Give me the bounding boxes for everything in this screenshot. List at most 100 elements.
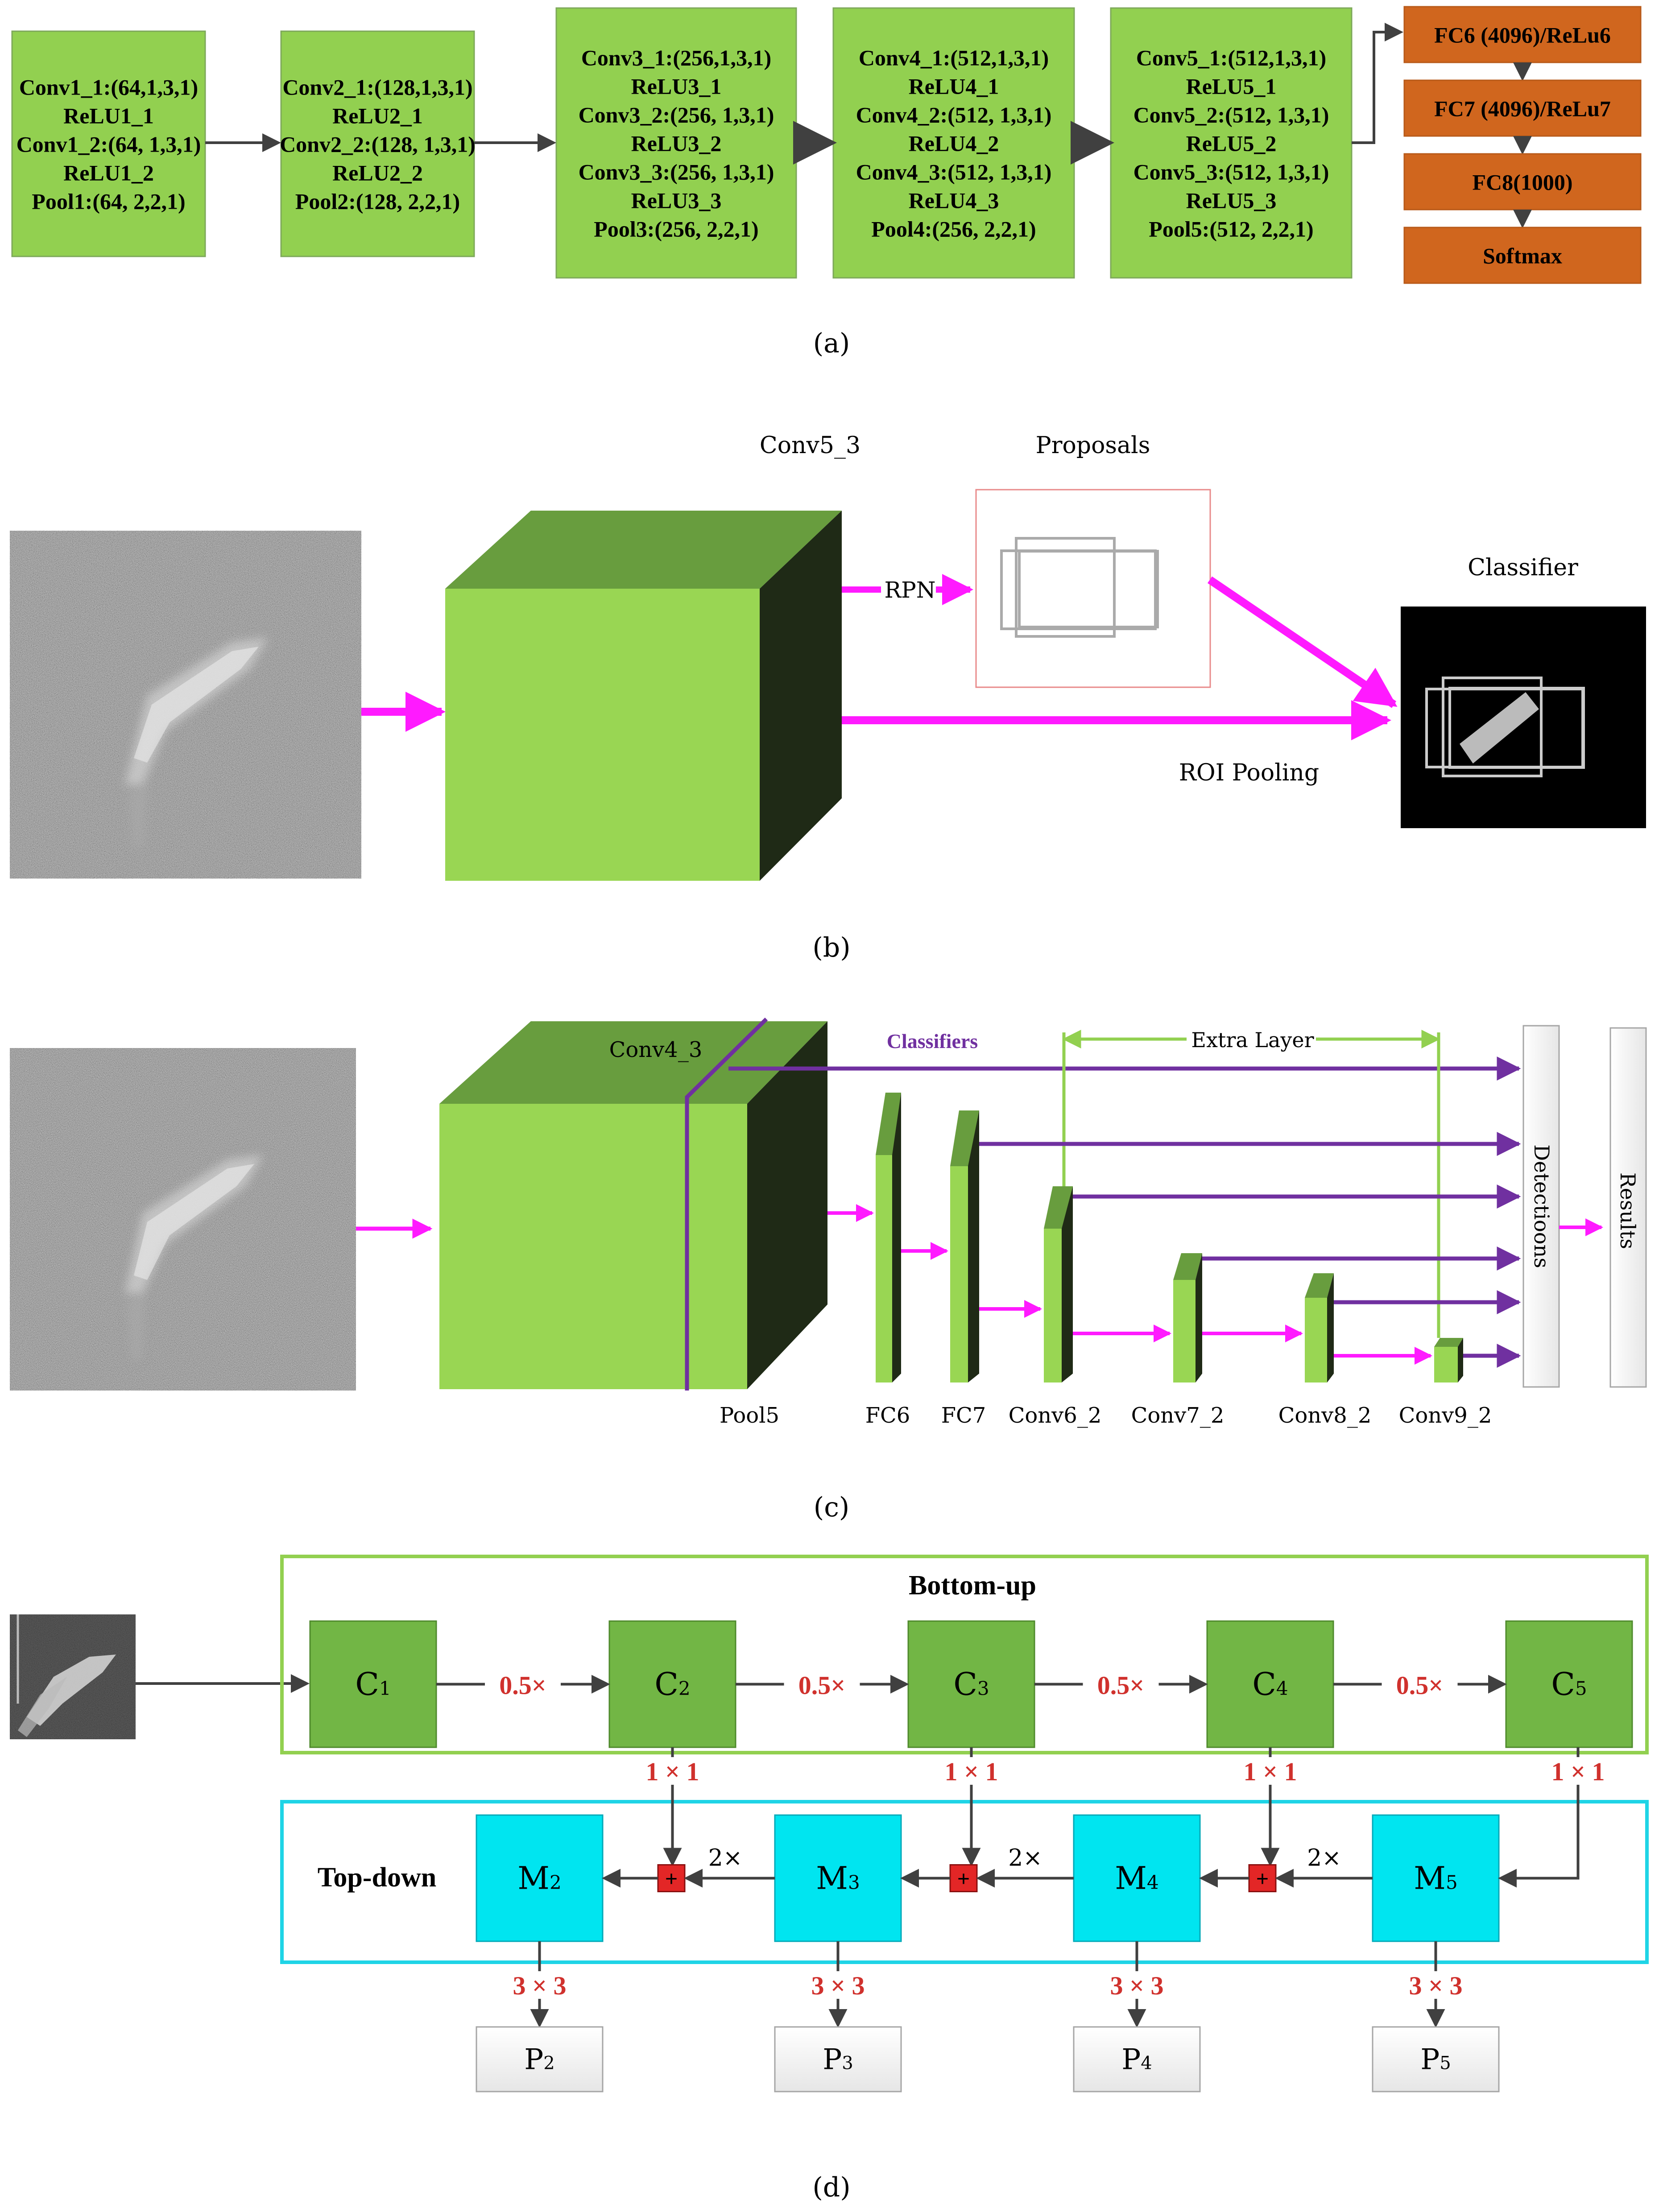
panel-c-ssd: Conv4_3 Classifiers Extra Layer [10,1017,1647,1428]
upsample-label: 2× [1008,1845,1042,1872]
m5-label: M5 [1414,1860,1457,1897]
conv-block-1-line: ReLU1_2 [63,161,154,186]
c3-block [907,1620,1035,1748]
smooth-label: 3 × 3 [513,1971,566,2000]
conv-block-1-line: ReLU1_1 [63,103,154,128]
p4-label: P4 [1121,2043,1152,2076]
c1-label: C1 [355,1666,391,1703]
fc7-slab [950,1110,979,1382]
panel-b-faster-rcnn: Conv5_3 RPN Proposals ROI Pooling Classi… [10,432,1646,881]
proposals-box [975,489,1211,688]
results-bar [1609,1027,1647,1388]
conv-block-5-line: Conv5_1:(512,1,3,1) [1136,45,1326,70]
pool5-split-line [685,1017,768,1391]
conv-block-1-line: Pool1:(64, 2,2,1) [32,189,185,214]
conv4-3-label: Conv4_3 [609,1037,703,1062]
conv-block-3-line: ReLU3_3 [631,188,722,213]
c2-block [608,1620,736,1748]
classifiers-label: Classifiers [887,1030,978,1052]
conv-block-3-line: ReLU3_1 [631,74,722,99]
c4-block [1206,1620,1334,1748]
p3-label: P3 [823,2043,853,2076]
caption-c: (c) [814,1492,849,1523]
fc-block-3 [1403,153,1642,210]
conv8-2-slab [1305,1273,1334,1382]
fc-block-1-label: FC6 (4096)/ReLu6 [1434,23,1611,48]
conv-block-1 [11,30,206,257]
sar-image-d [10,1614,136,1739]
conv-block-3-line: ReLU3_2 [631,131,722,156]
bottom-up-frame [280,1555,1649,1754]
smooth-label: 3 × 3 [1409,1971,1462,2000]
fc-block-2-label: FC7 (4096)/ReLu7 [1434,96,1611,121]
fc-block-4-label: Softmax [1483,243,1562,268]
conv-block-2-line: Conv2_2:(128, 1,3,1) [280,132,476,157]
downsample-label: 0.5× [1097,1671,1145,1700]
bottom-up-label: Bottom-up [909,1570,1036,1601]
m2-block [476,1814,604,1942]
conv7-2-slab [1173,1253,1202,1382]
conv-block-4-line: ReLU4_1 [909,74,999,99]
conv6-2-slab [1044,1186,1073,1382]
downsample-label: 0.5× [499,1671,546,1700]
layer-label: Conv7_2 [1131,1403,1224,1428]
c3-label: C3 [953,1666,989,1703]
sum-node [949,1864,978,1892]
p5-block [1372,2026,1500,2092]
top-down-frame [280,1800,1649,1964]
conv-block-5-line: ReLU5_1 [1186,74,1277,99]
arrow-block5-to-fc6 [1352,23,1403,144]
c5-label: C5 [1551,1666,1587,1703]
arrow-proposals-to-classifier [1207,576,1398,708]
conv-block-2 [280,30,475,257]
caption-b: (b) [812,932,850,963]
lateral-label: 1 × 1 [645,1757,699,1786]
classifier-label: Classifier [1468,554,1578,581]
conv5-3-label: Conv5_3 [760,432,860,459]
conv-block-5-line: Conv5_2:(512, 1,3,1) [1133,103,1329,128]
fc-block-3-label: FC8(1000) [1473,170,1573,195]
layer-label: FC6 [865,1403,910,1428]
conv-block-3-line: Conv3_2:(256, 1,3,1) [579,103,774,128]
c2-label: C2 [654,1666,690,1703]
results-label: Results [1616,1172,1640,1249]
smooth-label: 3 × 3 [1110,1971,1163,2000]
conv-block-3-line: Conv3_1:(256,1,3,1) [581,45,771,70]
c5-block [1505,1620,1633,1748]
conv-block-4-line: ReLU4_2 [909,131,999,156]
conv-block-3 [555,7,797,279]
top-down-label: Top-down [318,1862,437,1893]
m4-label: M4 [1115,1860,1158,1897]
p2-block [476,2026,604,2092]
conv-block-5 [1110,7,1353,279]
layer-label: FC7 [941,1403,986,1428]
conv-block-3-line: Conv3_3:(256, 1,3,1) [579,160,774,185]
proposals-label: Proposals [1036,432,1150,459]
sar-image-b [10,531,361,879]
layer-label: Conv8_2 [1278,1403,1372,1428]
smooth-label: 3 × 3 [811,1971,865,2000]
caption-d: (d) [812,2172,850,2203]
sum-node [1248,1864,1277,1892]
fc-block-4 [1403,227,1642,284]
p2-label: P2 [524,2043,555,2076]
p5-label: P5 [1420,2043,1451,2076]
layer-label: Conv6_2 [1009,1403,1102,1428]
layer-label: Pool5 [720,1403,779,1428]
conv4-3-cube [439,1021,827,1389]
conv-block-1-line: Conv1_1:(64,1,3,1) [19,75,198,100]
conv-block-2-line: ReLU2_1 [332,103,423,128]
conv-block-4-line: Conv4_2:(512, 1,3,1) [856,103,1052,128]
detections-label: Detectioons [1530,1144,1554,1268]
lateral-label: 1 × 1 [1551,1757,1605,1786]
p4-block [1073,2026,1201,2092]
upsample-label: 2× [708,1845,743,1872]
conv-block-4-line: Conv4_3:(512, 1,3,1) [856,160,1052,185]
c4-label: C4 [1252,1666,1288,1703]
conv-block-5-line: Pool5:(512, 2,2,1) [1149,217,1313,242]
conv-block-2-line: ReLU2_2 [332,161,423,186]
c1-block [309,1620,437,1748]
